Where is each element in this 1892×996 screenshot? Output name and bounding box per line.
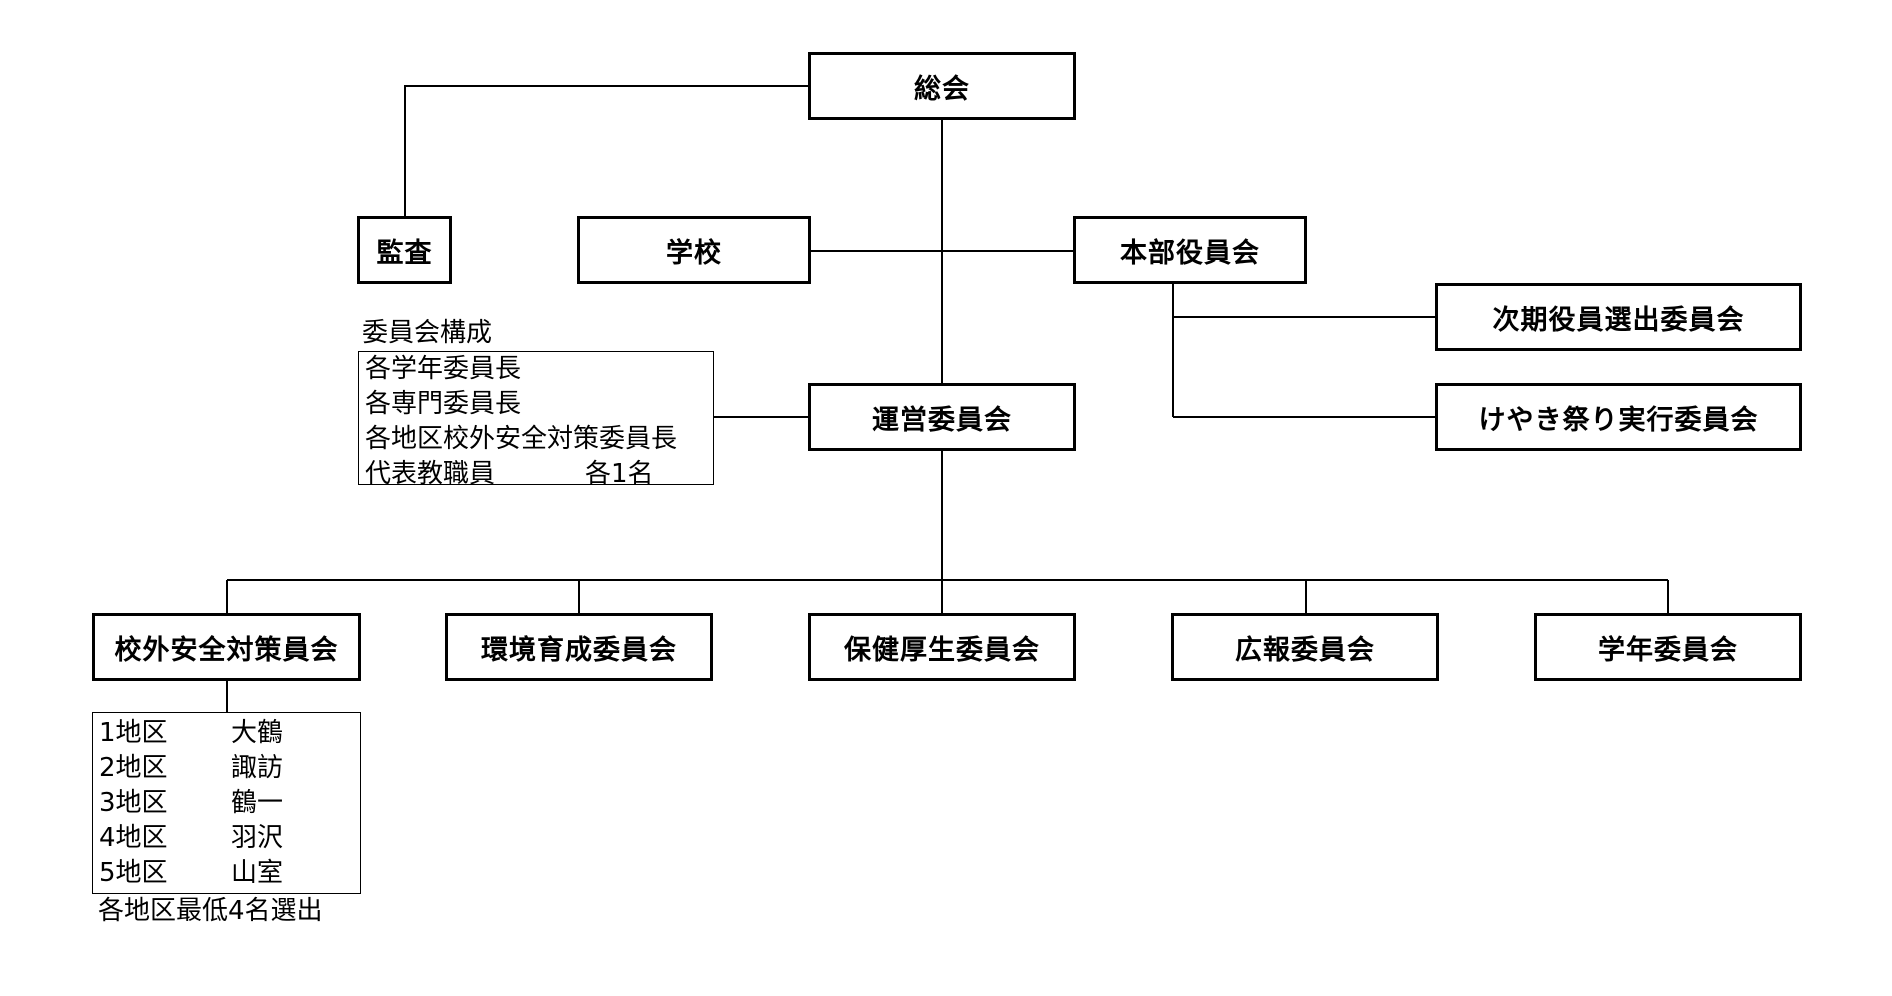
district-number: 4地区 (99, 823, 168, 853)
district-number: 3地区 (99, 788, 168, 818)
composition-last-item-note: 各1名 (585, 459, 654, 489)
node-safety-committee: 校外安全対策員会 (92, 613, 361, 681)
composition-item: 各専門委員長 (365, 389, 522, 419)
district-name: 鶴一 (231, 788, 284, 818)
district-number: 1地区 (99, 718, 168, 748)
district-name: 諏訪 (231, 753, 284, 783)
district-list: 1地区 大鶴 2地区 諏訪 3地区 鶴一 4地区 羽沢 5地区 山室 (92, 712, 361, 894)
composition-item: 代表教職員 各1名 (365, 457, 707, 489)
composition-title: 委員会構成 (362, 318, 493, 348)
composition-last-item: 代表教職員 (365, 459, 496, 489)
district-row: 1地区 大鶴 (99, 716, 354, 751)
node-audit: 監査 (357, 216, 452, 284)
composition-list: 各学年委員長 各専門委員長 各地区校外安全対策委員長 代表教職員 各1名 (358, 351, 714, 489)
district-name: 羽沢 (231, 823, 284, 853)
district-number: 2地区 (99, 753, 168, 783)
node-exec-board: 本部役員会 (1073, 216, 1307, 284)
district-row: 2地区 諏訪 (99, 751, 354, 786)
node-environment-committee: 環境育成委員会 (445, 613, 713, 681)
composition-item: 各地区校外安全対策委員長 (365, 424, 678, 454)
district-name: 大鶴 (231, 718, 284, 748)
district-note: 各地区最低4名選出 (98, 896, 323, 926)
node-general-assembly: 総会 (808, 52, 1076, 120)
node-pr-committee: 広報委員会 (1171, 613, 1439, 681)
node-school: 学校 (577, 216, 811, 284)
district-row: 3地区 鶴一 (99, 786, 354, 821)
composition-item: 各学年委員長 (365, 354, 522, 384)
district-number: 5地区 (99, 858, 168, 888)
district-row: 5地区 山室 (99, 856, 354, 891)
node-keyaki-festival-committee: けやき祭り実行委員会 (1435, 383, 1802, 451)
line-assembly-audit (404, 85, 808, 216)
node-health-committee: 保健厚生委員会 (808, 613, 1076, 681)
district-name: 山室 (231, 858, 284, 888)
node-grade-committee: 学年委員会 (1534, 613, 1802, 681)
node-steering-committee: 運営委員会 (808, 383, 1076, 451)
node-next-election-committee: 次期役員選出委員会 (1435, 283, 1802, 351)
district-row: 4地区 羽沢 (99, 821, 354, 856)
